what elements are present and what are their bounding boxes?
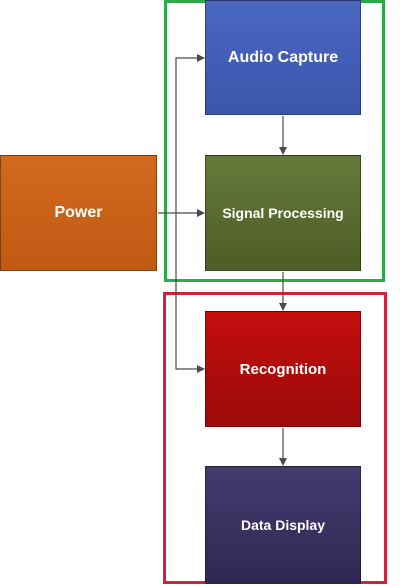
signal-processing-label: Signal Processing — [222, 205, 344, 221]
signal-processing-block: Signal Processing — [205, 155, 361, 271]
recognition-label: Recognition — [239, 360, 327, 378]
recognition-block: Recognition — [205, 311, 361, 427]
data-display-label: Data Display — [240, 517, 326, 533]
audio-capture-label: Audio Capture — [227, 48, 339, 66]
power-label: Power — [54, 204, 103, 221]
audio-capture-block: Audio Capture — [205, 0, 361, 115]
data-display-block: Data Display — [205, 466, 361, 584]
power-block: Power — [0, 155, 157, 271]
